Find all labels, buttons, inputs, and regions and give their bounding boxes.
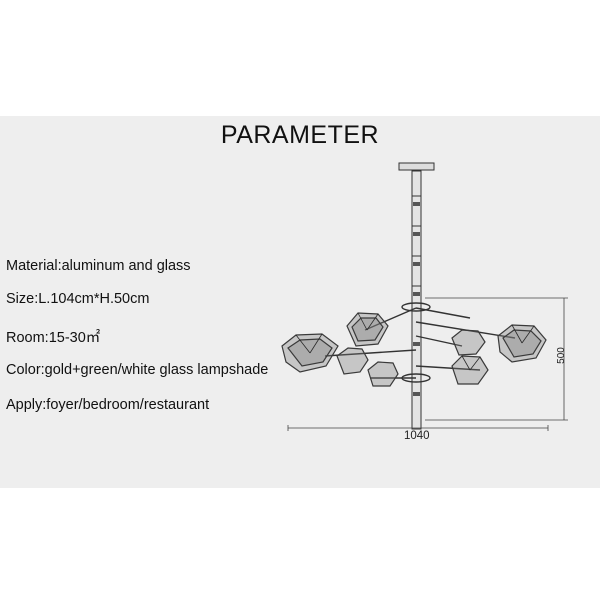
spec-room: Room:15-30㎡ [6, 330, 101, 346]
dimension-height-label: 500 [555, 347, 567, 364]
spec-material: Material:aluminum and glass [6, 258, 191, 274]
ceiling-canopy [398, 162, 435, 171]
spec-apply: Apply:foyer/bedroom/restaurant [6, 397, 210, 413]
parameter-panel [0, 116, 600, 488]
dimension-lines [287, 297, 568, 431]
shade-facets [295, 312, 535, 371]
page-title: PARAMETER [220, 121, 380, 149]
spec-color: Color:gold+green/white glass lampshade [6, 362, 269, 378]
spec-size: Size:L.104cm*H.50cm [6, 291, 150, 307]
dimension-width-label: 1040 [404, 430, 430, 442]
hanging-rod [411, 170, 422, 430]
